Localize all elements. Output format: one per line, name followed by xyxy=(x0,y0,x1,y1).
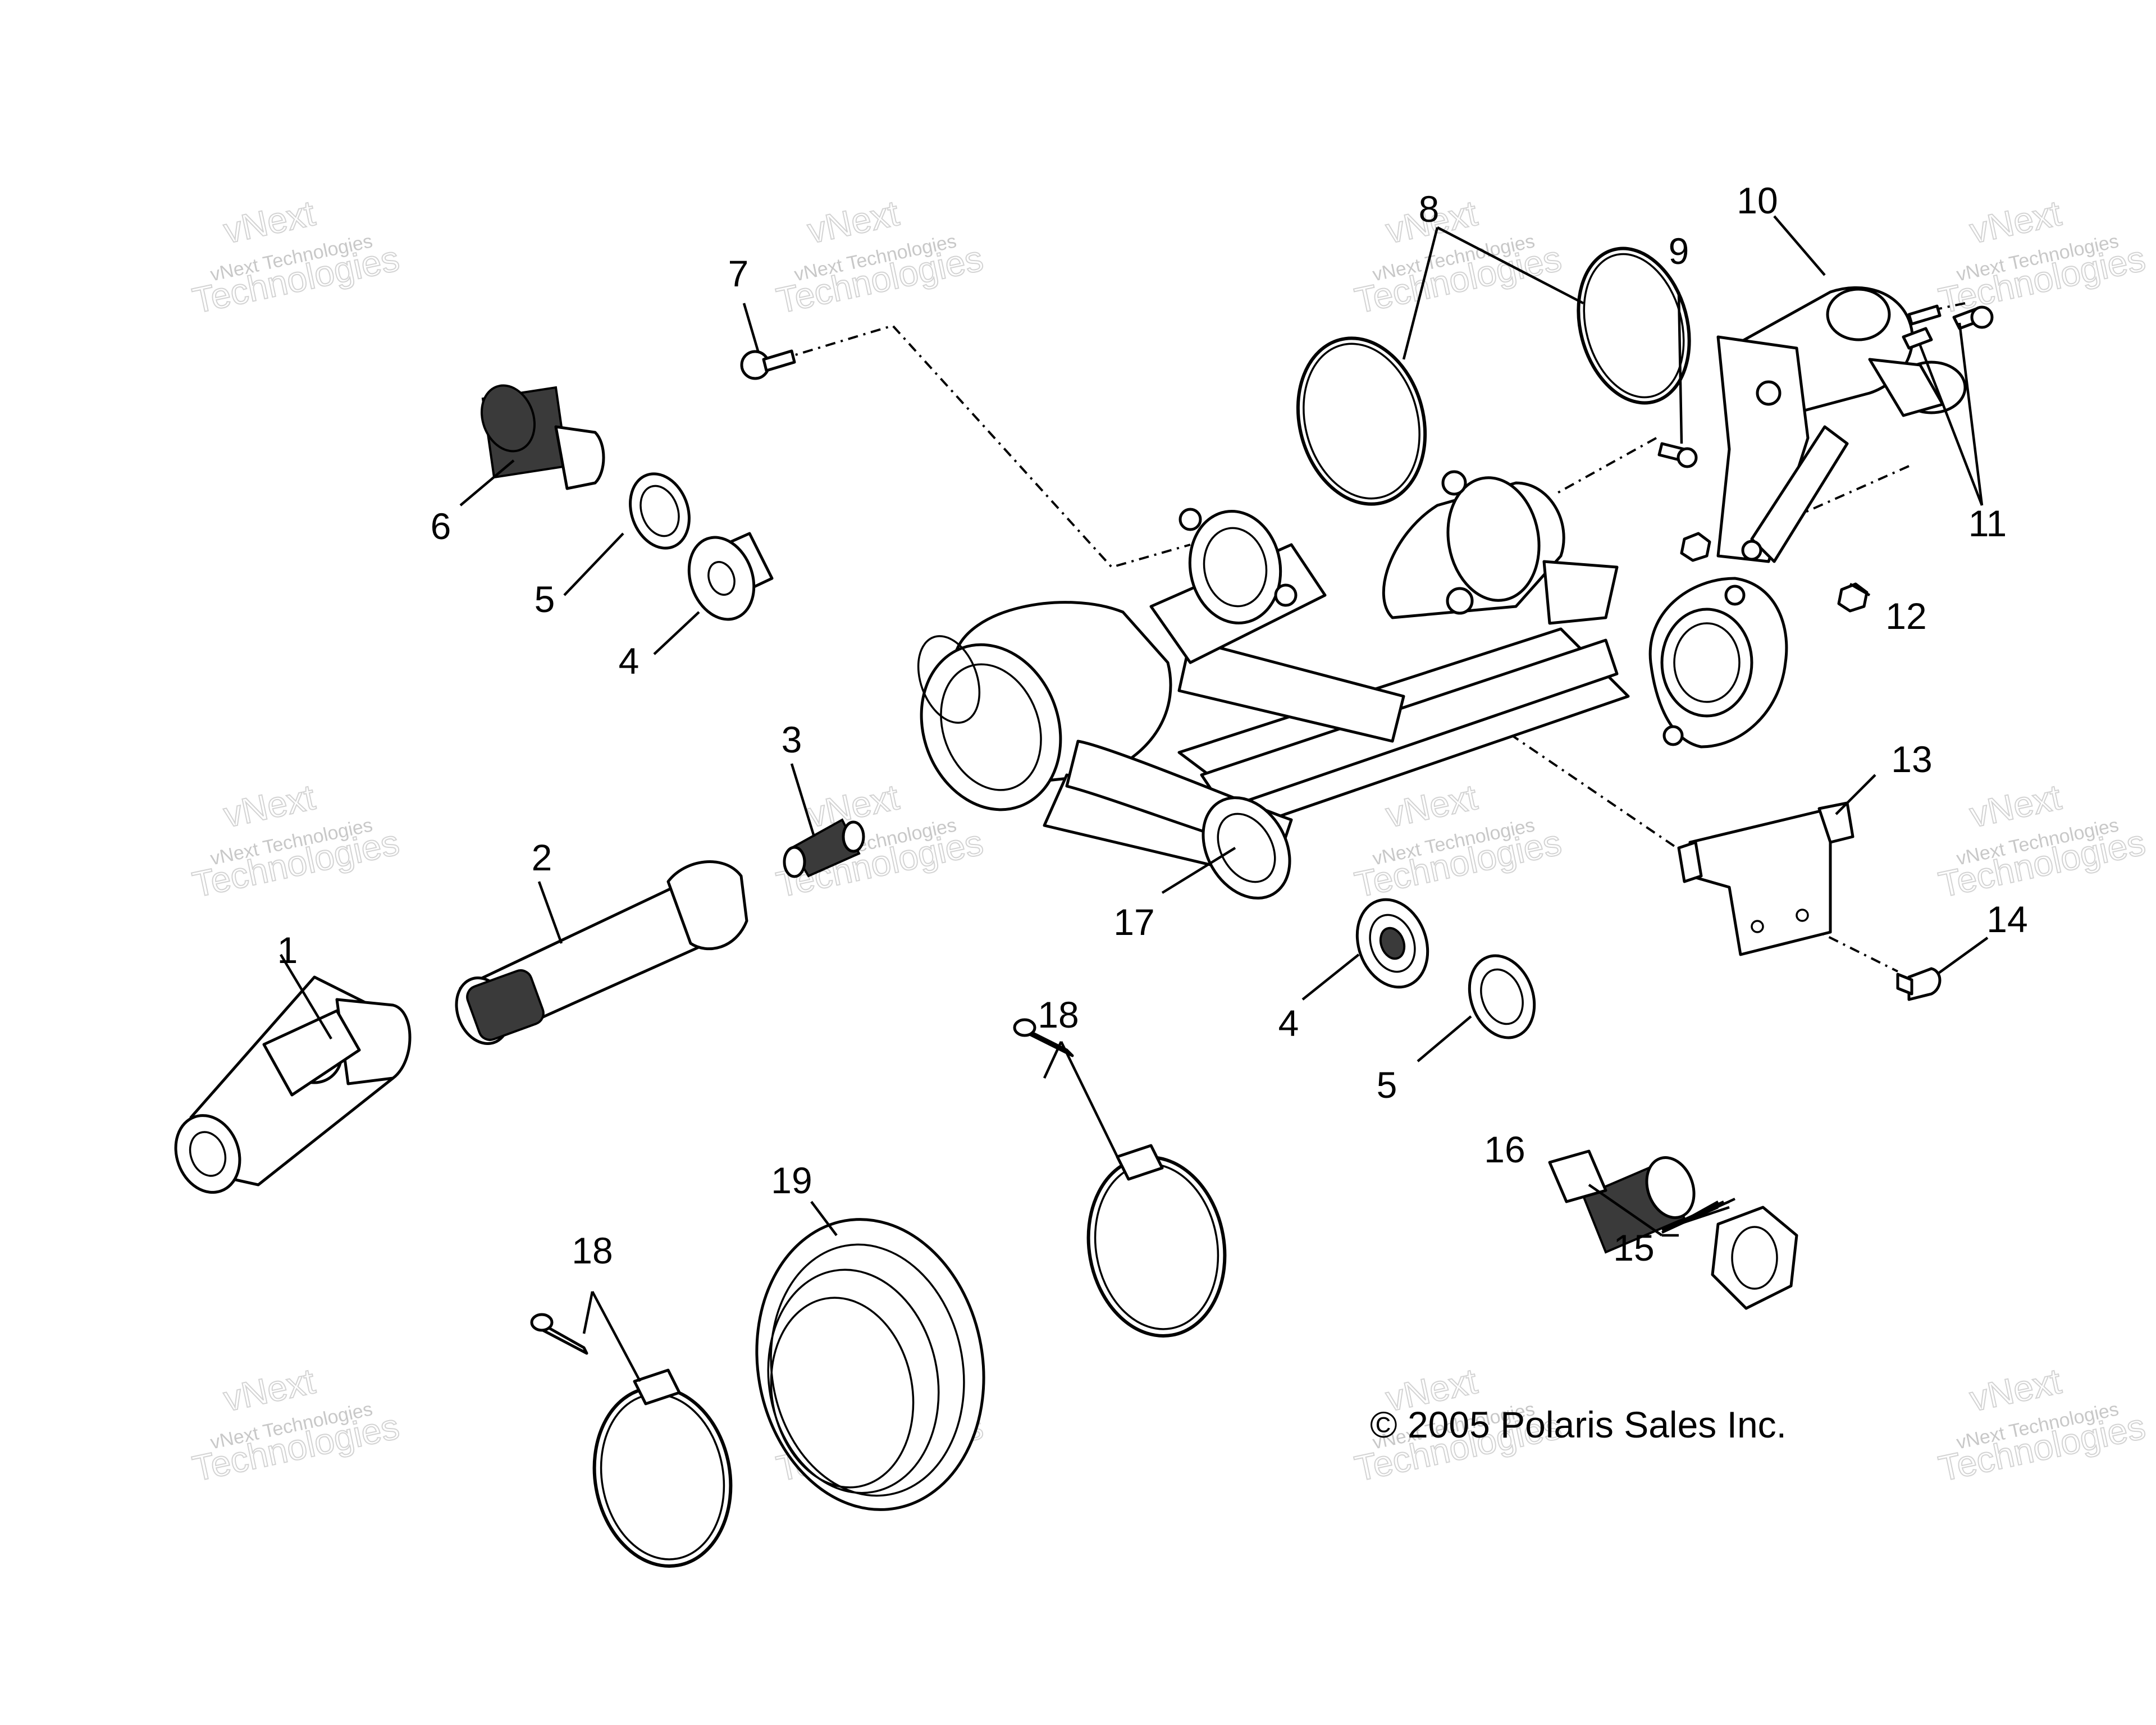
guard-plate-part xyxy=(1677,801,1854,956)
bushing-part xyxy=(480,384,605,490)
callout-7: 7 xyxy=(728,253,749,294)
callout-11: 11 xyxy=(1968,503,2007,544)
bushing-part xyxy=(1548,1149,1696,1254)
watermark: vNext vNext Technologies Technologies xyxy=(1351,192,1565,322)
leader-lines xyxy=(280,215,1989,1382)
spring-part xyxy=(783,818,865,878)
bracket-part xyxy=(1716,286,1967,563)
washer-part xyxy=(629,472,691,550)
drive-shaft-part xyxy=(455,860,748,1045)
watermark: vNext vNext Technologies Technologies xyxy=(1935,192,2149,322)
clamp-part xyxy=(1013,1018,1227,1338)
svg-text:vNext: vNext xyxy=(1382,777,1481,835)
svg-text:vNext: vNext xyxy=(220,777,318,835)
callout-1: 1 xyxy=(277,929,298,971)
callout-17: 17 xyxy=(1113,901,1154,943)
callout-14: 14 xyxy=(1986,898,2027,940)
callout-5: 5 xyxy=(535,578,555,620)
callout-4: 4 xyxy=(619,640,640,682)
boot-part xyxy=(755,1218,985,1511)
callout-10: 10 xyxy=(1737,180,1778,221)
callout-18: 18 xyxy=(1038,994,1079,1035)
callout-12: 12 xyxy=(1885,595,1926,637)
callout-13: 13 xyxy=(1891,738,1932,780)
svg-text:vNext: vNext xyxy=(804,193,902,251)
watermark: vNext vNext Technologies Technologies xyxy=(189,1360,403,1490)
svg-text:vNext: vNext xyxy=(1966,1361,2064,1419)
callout-4: 4 xyxy=(1278,1002,1299,1044)
svg-text:vNext: vNext xyxy=(1966,193,2064,251)
callout-6: 6 xyxy=(431,505,451,547)
callout-16: 16 xyxy=(1484,1129,1525,1170)
callout-15: 15 xyxy=(1613,1227,1654,1268)
clamp-part xyxy=(530,1313,733,1568)
callout-8: 8 xyxy=(1419,188,1440,230)
callout-9: 9 xyxy=(1669,230,1689,272)
universal-joint-part xyxy=(174,975,412,1194)
watermark: vNext vNext Technologies Technologies xyxy=(189,192,403,322)
svg-text:vNext: vNext xyxy=(220,193,318,251)
watermark: vNext vNext Technologies Technologies xyxy=(773,192,987,322)
o-ring-part xyxy=(1296,336,1427,506)
bearing-part xyxy=(1355,898,1429,989)
svg-text:vNext: vNext xyxy=(220,1361,318,1419)
callout-18: 18 xyxy=(572,1230,613,1271)
bolt-part xyxy=(1952,305,1994,330)
nut-part xyxy=(1711,1206,1798,1310)
watermark: vNext vNext Technologies Technologies xyxy=(1935,776,2149,906)
bolt-part xyxy=(1902,304,1942,350)
callout-3: 3 xyxy=(782,719,802,760)
nut-part xyxy=(1837,582,1869,613)
callout-5: 5 xyxy=(1377,1064,1397,1106)
callout-2: 2 xyxy=(532,837,552,878)
watermark: vNext vNext Technologies Technologies xyxy=(189,776,403,906)
callout-labels: 1 2 3 4 4 5 5 6 7 8 9 10 11 12 13 14 15 … xyxy=(277,180,2028,1271)
swing-arm-part xyxy=(917,470,1788,900)
bearing-part xyxy=(687,532,774,621)
washer-part xyxy=(1468,954,1536,1039)
bolt-part xyxy=(740,349,796,380)
callout-19: 19 xyxy=(771,1160,812,1201)
svg-text:vNext: vNext xyxy=(1966,777,2064,835)
nut-part xyxy=(1680,532,1711,562)
small-bolt-part xyxy=(1657,442,1698,468)
screw-part xyxy=(1896,967,1942,1001)
watermark: vNext vNext Technologies Technologies xyxy=(1935,1360,2149,1490)
copyright-notice: © 2005 Polaris Sales Inc. xyxy=(1370,1404,1787,1445)
